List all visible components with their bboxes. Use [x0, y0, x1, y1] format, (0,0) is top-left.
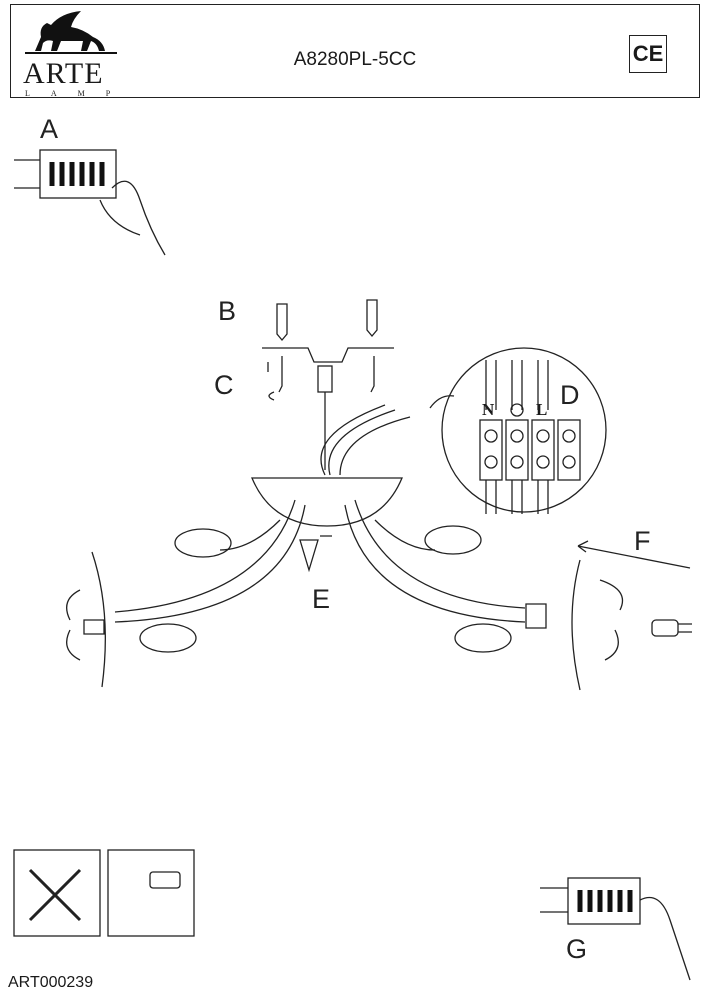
neutral-label: N — [482, 400, 495, 419]
arrow-icon — [577, 540, 691, 569]
header-box: ARTE LAMP A8280PL-5CC CE — [10, 4, 700, 98]
brand-sub-text: LAMP — [25, 89, 132, 98]
ce-mark: CE — [629, 35, 667, 73]
flower-shade-icon — [66, 551, 624, 691]
wiring-detail-circle — [441, 347, 607, 513]
cross-icon — [28, 868, 82, 922]
wires-icon — [320, 404, 411, 476]
bulb-icon — [651, 619, 692, 637]
correct-handling-box — [107, 849, 195, 937]
wrong-handling-box — [13, 849, 101, 937]
finial-icon — [299, 535, 332, 573]
step-g-label: G — [566, 934, 588, 964]
terminal-strip-icon — [479, 360, 581, 514]
document-code: ART000239 — [8, 974, 94, 991]
lamp-arms-icon — [114, 499, 526, 653]
canopy-icon — [251, 477, 403, 527]
step-b-label: B — [218, 296, 237, 326]
step-f-label: F — [634, 526, 651, 556]
step-e-label: E — [312, 584, 331, 614]
mounting-bracket-icon — [262, 347, 394, 470]
brand-logo-text: ARTE — [23, 57, 104, 90]
step-d-label: D — [560, 380, 580, 410]
terminal-block-g-icon — [540, 877, 691, 981]
lion-logo-icon — [25, 11, 117, 54]
model-number: A8280PL-5CC — [293, 49, 417, 70]
step-a-label: A — [40, 114, 59, 144]
wall-anchor-icon — [276, 299, 378, 342]
step-c-label: C — [214, 370, 234, 400]
line-label: L — [536, 400, 548, 419]
terminal-block-a-icon — [14, 149, 166, 256]
